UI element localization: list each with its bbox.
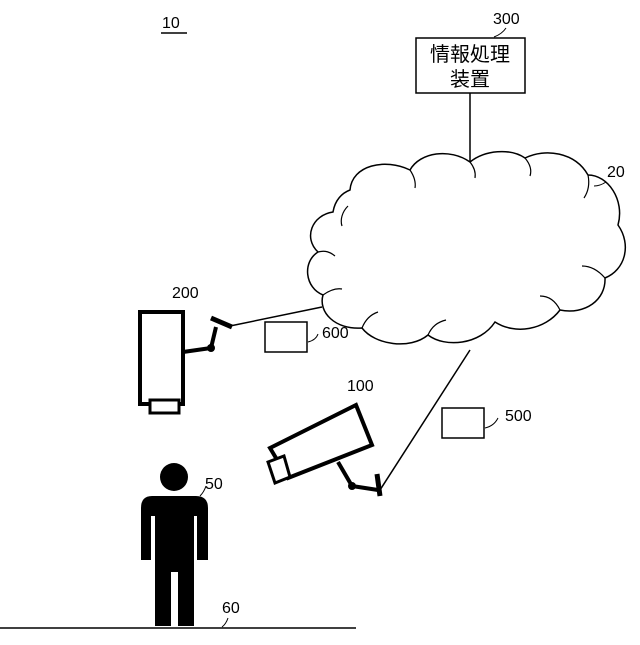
server-box-line2: 装置	[450, 68, 490, 91]
network-cloud: 20	[308, 152, 626, 344]
camera-top: 200	[140, 285, 232, 413]
server-label: 300	[493, 11, 520, 28]
information-processing-device: 情報処理 装置 300	[416, 11, 525, 93]
ground-label: 60	[222, 600, 240, 617]
camera-top-label: 200	[172, 285, 199, 302]
person-icon: 50	[141, 463, 223, 626]
camera-bottom-label: 100	[347, 378, 374, 395]
data-box-bottom: 500	[442, 408, 532, 438]
server-box-line1: 情報処理	[430, 43, 510, 66]
person-label: 50	[205, 476, 223, 493]
system-reference: 10	[161, 15, 187, 33]
server-leader-line	[494, 28, 506, 37]
system-label: 10	[162, 15, 180, 32]
camera-bottom: 100	[268, 378, 380, 496]
data-box-top: 600	[265, 322, 349, 352]
network-label: 20	[607, 164, 625, 181]
data-box-bottom-label: 500	[505, 408, 532, 425]
data-box-top-label: 600	[322, 325, 349, 342]
